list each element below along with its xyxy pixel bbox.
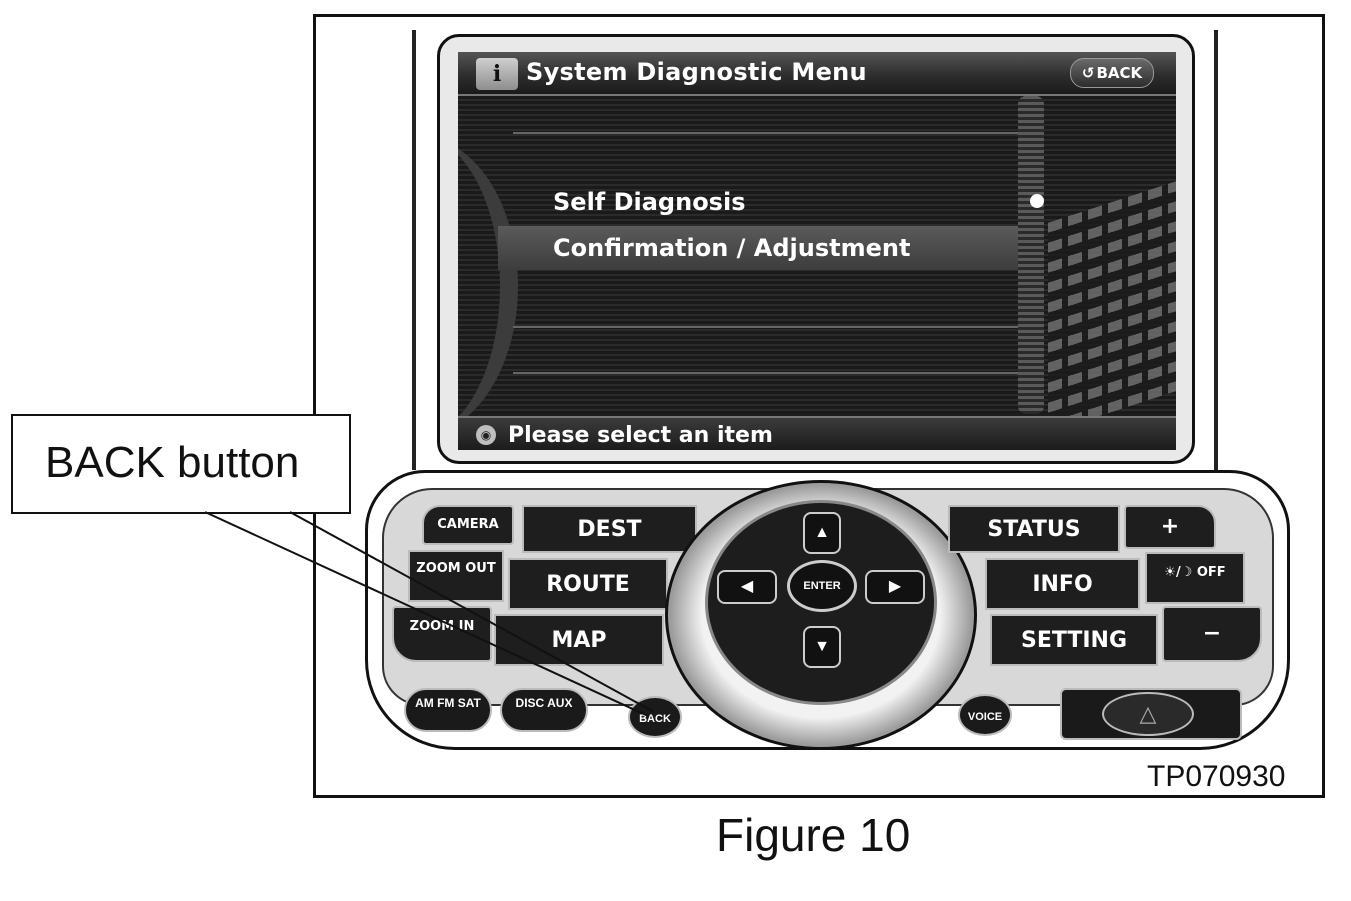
bezel-left-edge <box>412 30 416 470</box>
dpad-right-button[interactable]: ▶ <box>865 570 925 604</box>
info-icon: i <box>476 58 518 90</box>
return-arrow-icon: ↺ <box>1081 64 1095 82</box>
screen-title: System Diagnostic Menu <box>526 58 867 86</box>
volume-up-button[interactable]: + <box>1124 505 1216 549</box>
reference-code: TP070930 <box>1147 760 1286 793</box>
scrollbar[interactable] <box>1018 96 1044 414</box>
callout-label: BACK button <box>45 438 300 487</box>
figure-caption: Figure 10 <box>716 809 911 861</box>
bezel-right-edge <box>1214 30 1218 470</box>
voice-button[interactable]: VOICE <box>958 694 1012 736</box>
camera-button[interactable]: CAMERA <box>422 505 514 545</box>
menu-divider <box>513 326 1033 374</box>
setting-button[interactable]: SETTING <box>990 614 1158 666</box>
display-screen: i System Diagnostic Menu ↺BACK Self Diag… <box>458 52 1176 450</box>
back-soft-button[interactable]: ↺BACK <box>1070 58 1154 88</box>
status-button[interactable]: STATUS <box>948 505 1120 553</box>
dial-icon: ◉ <box>476 425 496 445</box>
scroll-position-indicator <box>1030 194 1044 208</box>
menu-item-self-diagnosis[interactable]: Self Diagnosis <box>553 188 746 216</box>
zoom-in-button[interactable]: ZOOM IN <box>392 606 492 662</box>
hazard-warning-icon[interactable]: △ <box>1102 692 1194 736</box>
back-soft-label: BACK <box>1096 64 1143 82</box>
map-button[interactable]: MAP <box>494 614 664 666</box>
dpad-down-button[interactable]: ▼ <box>803 626 841 668</box>
dpad-up-button[interactable]: ▲ <box>803 512 841 554</box>
menu-divider <box>513 372 1033 420</box>
title-bar: i System Diagnostic Menu ↺BACK <box>458 52 1176 96</box>
dpad-left-button[interactable]: ◀ <box>717 570 777 604</box>
info-button[interactable]: INFO <box>985 558 1140 610</box>
decorative-pattern <box>1048 181 1176 433</box>
disc-aux-button[interactable]: DISC AUX <box>500 688 588 732</box>
menu-item-confirmation-adjustment[interactable]: Confirmation / Adjustment <box>498 226 1028 270</box>
am-fm-sat-button[interactable]: AM FM SAT <box>404 688 492 732</box>
dest-button[interactable]: DEST <box>522 505 697 553</box>
menu-divider <box>513 132 1033 180</box>
volume-down-button[interactable]: − <box>1162 606 1262 662</box>
status-bar: ◉ Please select an item <box>458 416 1176 450</box>
status-message: Please select an item <box>508 423 773 448</box>
zoom-out-button[interactable]: ZOOM OUT <box>408 550 504 602</box>
brightness-off-button[interactable]: ☀/☽ OFF <box>1145 552 1245 604</box>
callout-box: BACK button <box>11 414 351 514</box>
enter-button[interactable]: ENTER <box>787 560 857 612</box>
back-hard-button[interactable]: BACK <box>628 696 682 738</box>
route-button[interactable]: ROUTE <box>508 558 668 610</box>
